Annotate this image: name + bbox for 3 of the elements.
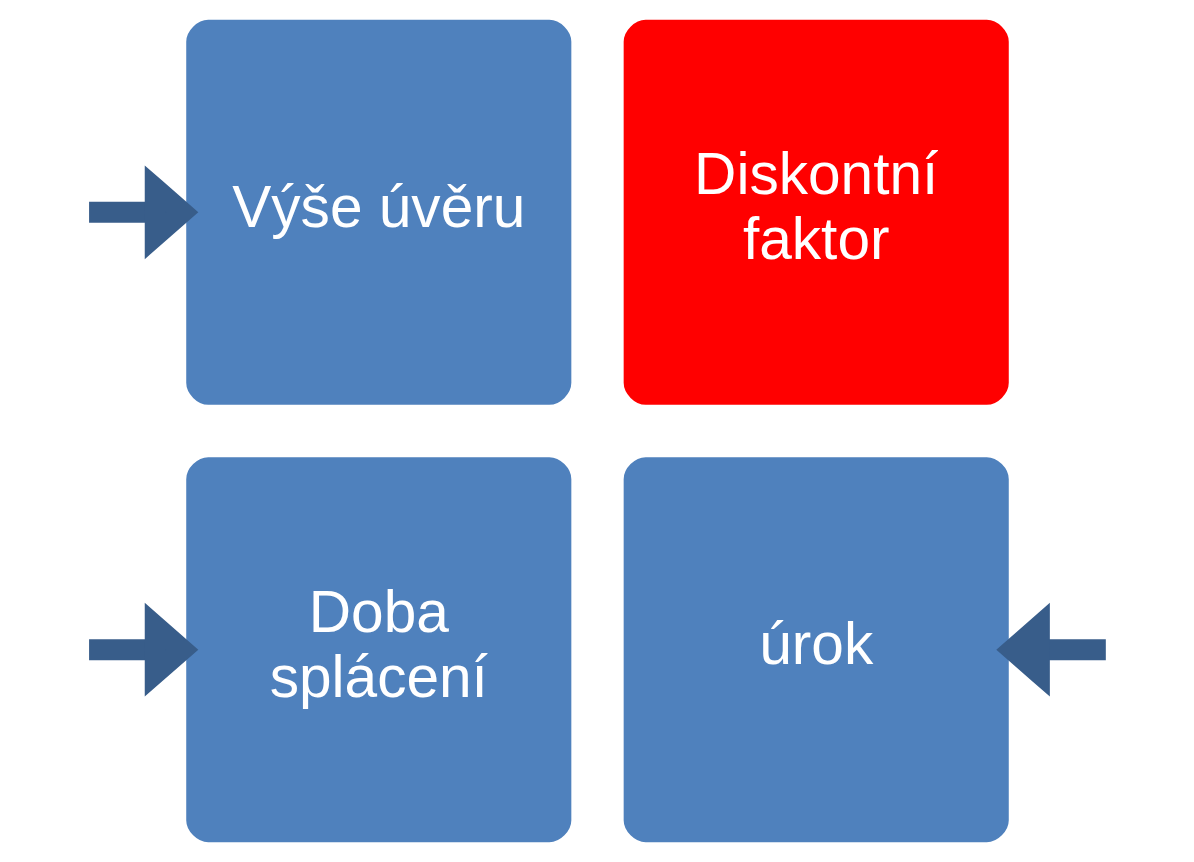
arrow [995,602,1106,697]
arrow [88,602,198,697]
arrow [88,165,198,260]
